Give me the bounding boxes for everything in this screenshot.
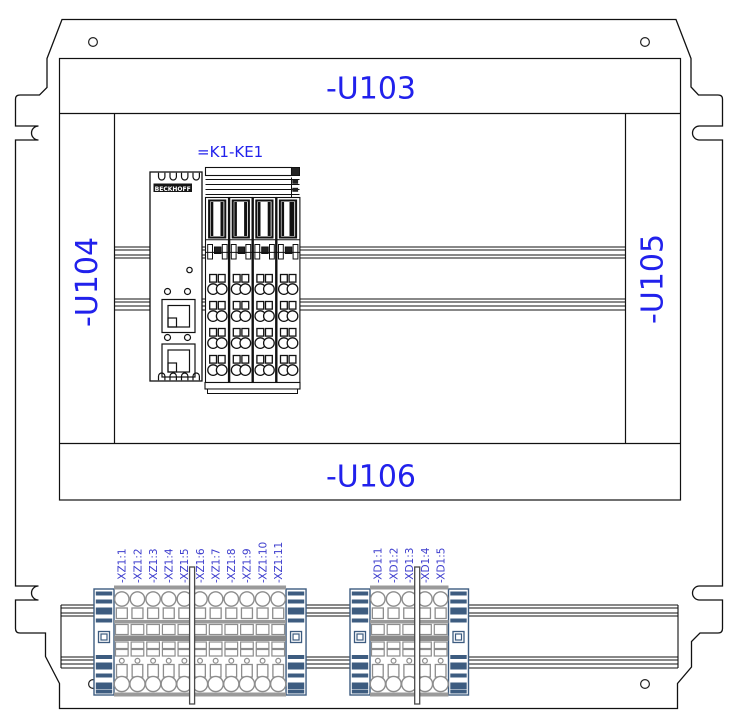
frame-label-left: -U104 bbox=[70, 237, 105, 327]
terminal-label: -XZ1:8 bbox=[226, 548, 238, 583]
bus-coupler: BECKHOFF bbox=[149, 171, 203, 382]
terminal-label: -XZ1:7 bbox=[211, 548, 223, 583]
terminal-screw bbox=[222, 675, 240, 693]
terminal-screw bbox=[254, 675, 271, 693]
terminal-screw bbox=[385, 591, 402, 607]
rj45-port bbox=[161, 343, 196, 378]
terminal-screw bbox=[207, 591, 224, 607]
vent-slots-top bbox=[157, 172, 200, 181]
terminal-screw bbox=[239, 591, 255, 607]
terminal-strips: -XZ1:1-XZ1:2 -XZ1:3 -XZ1:4-XZ1:5 -XZ1:6 -XZ1… bbox=[93, 542, 470, 697]
terminal-screw bbox=[270, 591, 287, 607]
terminal-screw bbox=[160, 675, 178, 693]
device-label: =K1-KE1 bbox=[197, 143, 263, 161]
frame-label-right: -U105 bbox=[636, 234, 671, 324]
terminal-label: -XZ1:6 bbox=[195, 548, 207, 583]
terminal-label: -XZ1:11 bbox=[273, 542, 285, 583]
strip-separator bbox=[414, 566, 421, 705]
terminal-label: -XZ1:2 bbox=[132, 548, 144, 583]
terminal-screw bbox=[385, 675, 402, 693]
frame-label-bottom: -U106 bbox=[326, 460, 416, 495]
terminal-label: -XZ1:4 bbox=[164, 548, 176, 583]
terminal-screw bbox=[223, 591, 240, 607]
terminal-screw bbox=[129, 591, 146, 607]
terminal-screw bbox=[160, 591, 177, 607]
terminal-label: -XD1:2 bbox=[388, 548, 400, 583]
led-indicator bbox=[186, 266, 193, 274]
terminal-screw bbox=[145, 591, 162, 607]
terminal-label: -XD1:1 bbox=[373, 548, 385, 583]
rj45-port bbox=[161, 298, 196, 334]
terminal-screw bbox=[432, 591, 449, 607]
terminal-label: -XZ1:9 bbox=[242, 548, 254, 583]
terminal-screw bbox=[129, 675, 146, 693]
terminal-screw bbox=[144, 675, 162, 693]
terminal-screw bbox=[113, 591, 130, 607]
terminal-screw bbox=[238, 675, 256, 693]
frame-label-top: -U103 bbox=[326, 72, 416, 107]
vendor-logo-block bbox=[153, 183, 192, 192]
terminal-label: -XD1:5 bbox=[436, 548, 448, 583]
terminal-screw bbox=[254, 591, 271, 607]
mounting-hole bbox=[87, 36, 98, 47]
terminal-label: -XZ1:1 bbox=[117, 548, 129, 583]
terminal-label: -XD1:4 bbox=[420, 547, 432, 583]
terminal-screw bbox=[269, 675, 287, 693]
vendor-logo-text: BECKHOFF bbox=[155, 186, 191, 193]
mounting-hole bbox=[639, 678, 650, 689]
mounting-hole bbox=[639, 36, 650, 47]
terminal-screw bbox=[369, 591, 386, 607]
terminal-strip-xz1: -XZ1:1-XZ1:2 -XZ1:3 -XZ1:4-XZ1:5 -XZ1:6 -XZ1… bbox=[93, 542, 307, 697]
terminal-label: -XD1:3 bbox=[404, 548, 416, 583]
terminal-label: -XZ1:10 bbox=[257, 542, 269, 583]
terminal-label: -XZ1:5 bbox=[179, 548, 191, 583]
terminal-screw bbox=[432, 675, 449, 693]
terminal-label: -XZ1:3 bbox=[148, 548, 160, 583]
terminal-screw bbox=[113, 675, 131, 693]
vent-slots-bottom bbox=[157, 372, 200, 381]
strip-separator bbox=[188, 566, 196, 705]
terminal-screw bbox=[207, 675, 224, 693]
terminal-screw bbox=[369, 675, 387, 693]
io-modules bbox=[204, 166, 301, 394]
